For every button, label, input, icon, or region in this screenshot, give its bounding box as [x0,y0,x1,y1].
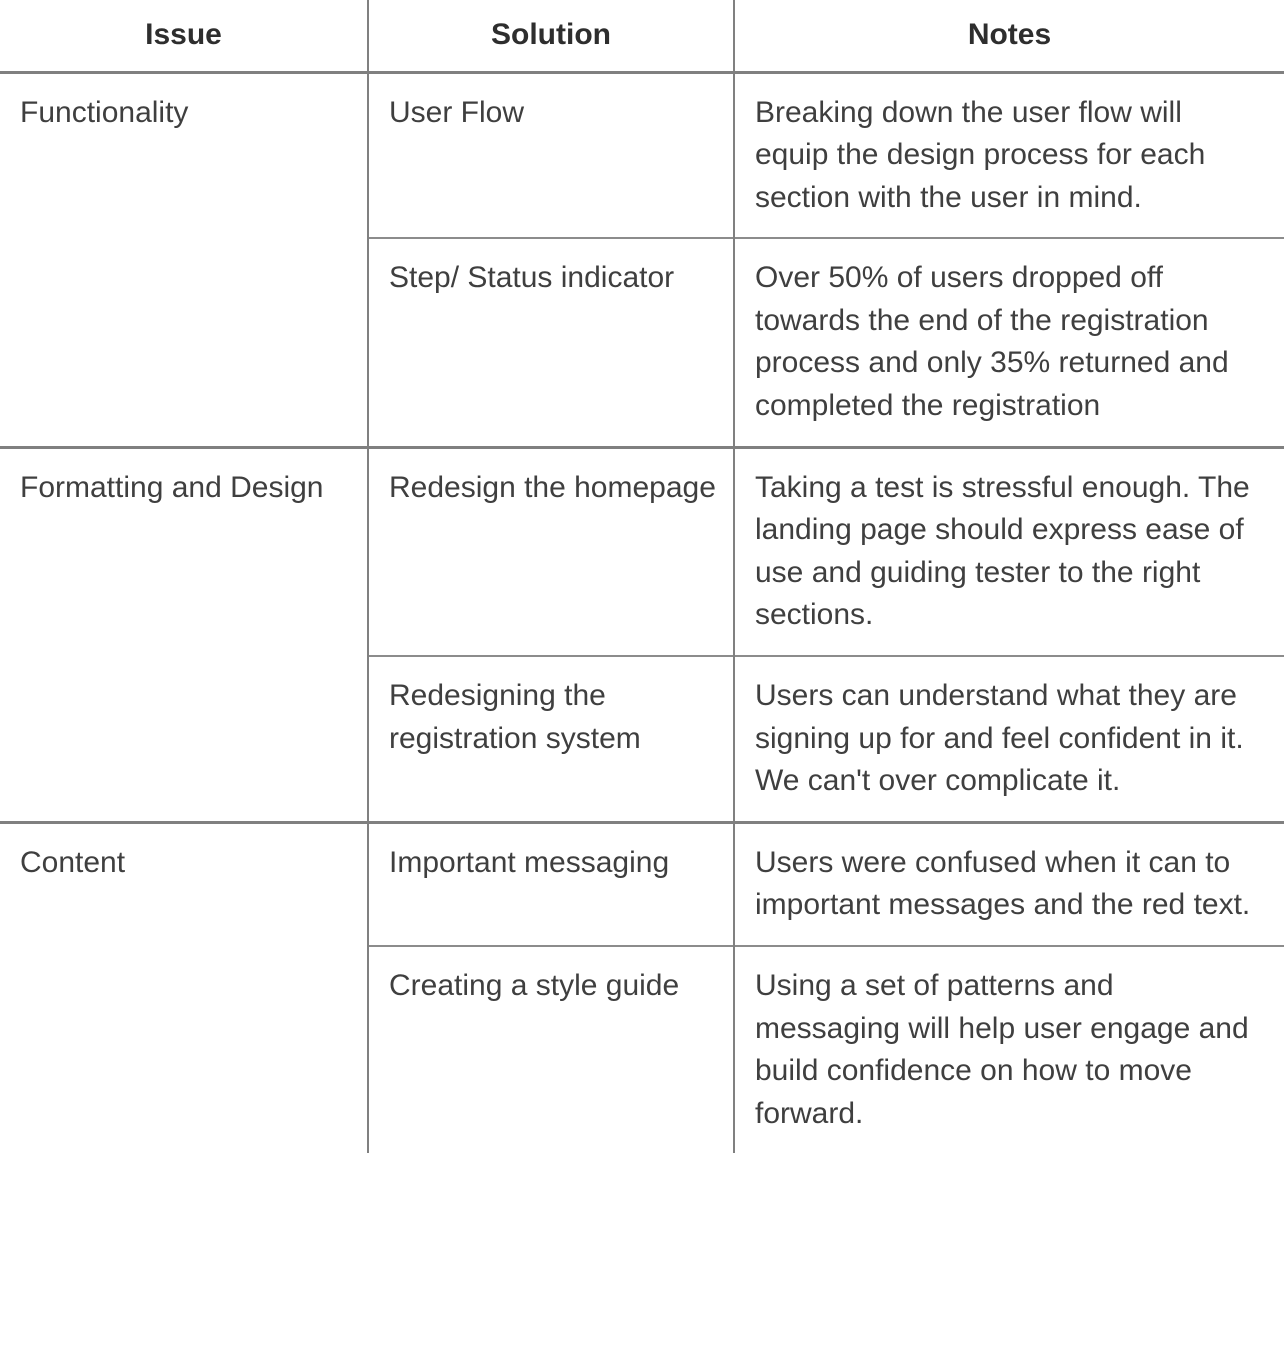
solution-cell: Important messaging [368,820,735,946]
notes-cell: Using a set of patterns and messaging wi… [734,944,1284,1154]
issue-group-label: Formatting and Design [0,445,369,823]
notes-cell: Taking a test is stressful enough. The l… [734,445,1284,657]
table-row: Formatting and Design Redesign the homep… [0,445,1284,823]
notes-cell: Users can understand what they are signi… [734,655,1284,823]
table-row: Content Important messaging Users were c… [0,820,1284,1154]
column-header-solution: Solution [368,0,735,74]
column-header-notes: Notes [734,0,1284,74]
notes-cell: Users were confused when it can to impor… [734,820,1284,946]
table-header-row: Issue Solution Notes [0,0,1284,74]
issue-solution-notes-table: Issue Solution Notes Functionality User … [0,0,1284,1154]
solution-cell: Redesigning the registration system [368,655,735,823]
column-header-issue: Issue [0,0,369,74]
table-row: Step/ Status indicator Over 50% of users… [0,237,1284,448]
table-row: Redesigning the registration system User… [0,655,1284,823]
notes-cell: Breaking down the user flow will equip t… [734,70,1284,239]
solution-cell: Step/ Status indicator [368,237,735,448]
issue-group-label: Functionality [0,70,369,448]
solution-cell: Creating a style guide [368,944,735,1154]
solution-cell: User Flow [368,70,735,239]
table-row: Functionality User Flow Breaking down th… [0,70,1284,448]
solution-cell: Redesign the homepage [368,445,735,657]
notes-cell: Over 50% of users dropped off towards th… [734,237,1284,448]
issue-group-label: Content [0,820,369,1154]
table-row: Creating a style guide Using a set of pa… [0,944,1284,1154]
table-header: Issue Solution Notes [0,0,1284,74]
table-body: Functionality User Flow Breaking down th… [0,70,1284,1154]
